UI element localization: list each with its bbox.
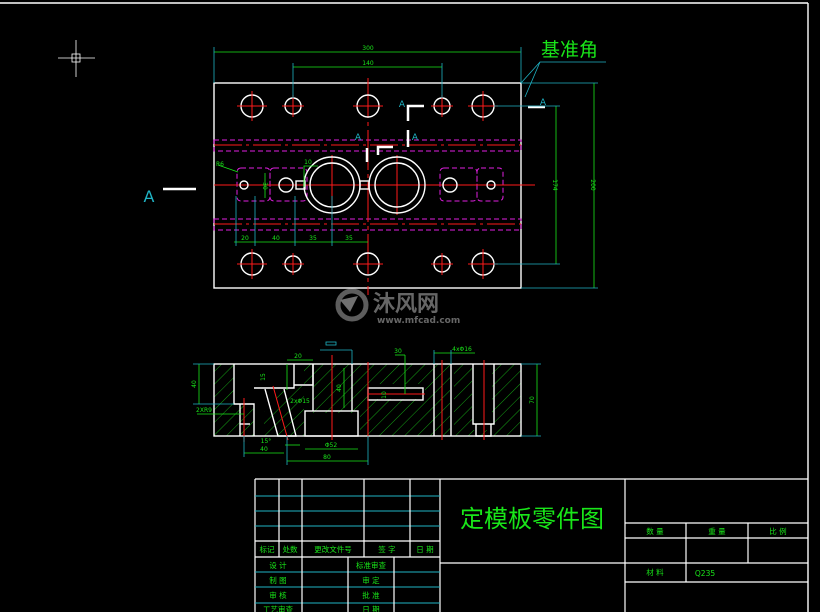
row-date: 日 期 <box>362 605 379 612</box>
dim-2xr9: 2XR9 <box>196 407 212 414</box>
header-change-doc: 更改文件号 <box>314 544 352 554</box>
dim-slot-30: 30 <box>394 348 402 355</box>
dim-total-70: 70 <box>529 396 536 404</box>
dim-174: 174 <box>551 179 558 191</box>
section-marker-left: A <box>144 187 155 206</box>
dim-pocket-40: 40 <box>336 384 343 392</box>
material-label: 材 料 <box>646 567 664 577</box>
header-date: 日 期 <box>416 545 433 554</box>
dim-2xphi15: 2xΦ15 <box>290 398 310 405</box>
dim-4xphi16: 4xΦ16 <box>452 346 472 353</box>
dim-35b: 35 <box>345 235 353 242</box>
dim-35a: 35 <box>309 235 317 242</box>
drawing-title: 定模板零件图 <box>460 505 604 533</box>
title-block: 标记 处数 更改文件号 签 字 日 期 设 计 制 图 审 核 工艺审查 标准审… <box>254 478 808 612</box>
section-dimension-lines <box>193 341 541 465</box>
material-value: Q235 <box>695 569 715 578</box>
dim-angle-15: 15° <box>261 438 272 445</box>
dim-300: 300 <box>362 45 374 52</box>
section-markers: A A A A A <box>144 98 547 206</box>
dim-10: 10 <box>304 159 312 166</box>
section-marker: A <box>355 133 362 143</box>
row-standard-review: 标准审查 <box>356 560 386 570</box>
section-marker: A <box>399 100 406 110</box>
dim-depth-40: 40 <box>191 380 198 388</box>
row-review: 审 核 <box>269 590 287 600</box>
datum-corner-label: 基准角 <box>541 39 598 61</box>
row-process-review: 工艺审查 <box>263 604 293 612</box>
dim-step-15: 15 <box>260 373 267 381</box>
dim-bottom-40: 40 <box>260 446 268 453</box>
section-marker-right: A <box>540 98 547 108</box>
header-scale: 比 例 <box>769 526 786 536</box>
row-authorize: 批 准 <box>362 590 380 600</box>
dim-140: 140 <box>362 60 374 67</box>
dim-200: 200 <box>589 179 596 191</box>
dim-slot-10: 10 <box>381 391 388 399</box>
dimension-labels: 300 140 174 200 20 40 35 35 R6 10 30 <box>216 45 596 242</box>
header-weight: 重 量 <box>708 527 726 536</box>
row-drafting: 制 图 <box>269 575 286 585</box>
header-quantity: 数 量 <box>646 526 664 536</box>
dim-40: 40 <box>272 235 280 242</box>
dim-r6: R6 <box>216 161 224 168</box>
watermark-url: www.mfcad.com <box>377 316 460 326</box>
cavity-rings <box>239 156 496 214</box>
dim-20: 20 <box>241 235 249 242</box>
section-dimension-labels: 40 2XR9 20 15 2xΦ15 40 15° 40 Φ52 80 30 … <box>191 346 536 461</box>
watermark-name: 沐风网 <box>373 292 439 317</box>
top-view: 300 140 174 200 20 40 35 35 R6 10 30 A A… <box>144 39 606 295</box>
watermark: 沐风网 www.mfcad.com <box>335 288 460 326</box>
dim-80: 80 <box>323 454 331 461</box>
section-marker: A <box>412 133 419 143</box>
header-signature: 签 字 <box>378 544 395 554</box>
section-view: 40 2XR9 20 15 2xΦ15 40 15° 40 Φ52 80 30 … <box>191 341 541 465</box>
row-approval: 审 定 <box>362 575 380 585</box>
dim-30: 30 <box>261 182 268 190</box>
dim-phi52: Φ52 <box>325 442 338 449</box>
header-count: 处数 <box>283 544 298 554</box>
mfcad-logo-icon <box>335 288 369 322</box>
header-mark: 标记 <box>260 544 275 554</box>
row-design: 设 计 <box>269 560 287 570</box>
dimension-lines <box>213 47 606 289</box>
dim-top-20: 20 <box>294 353 302 360</box>
section-cut-line <box>163 104 545 191</box>
crosshair-cursor-icon <box>58 40 95 77</box>
